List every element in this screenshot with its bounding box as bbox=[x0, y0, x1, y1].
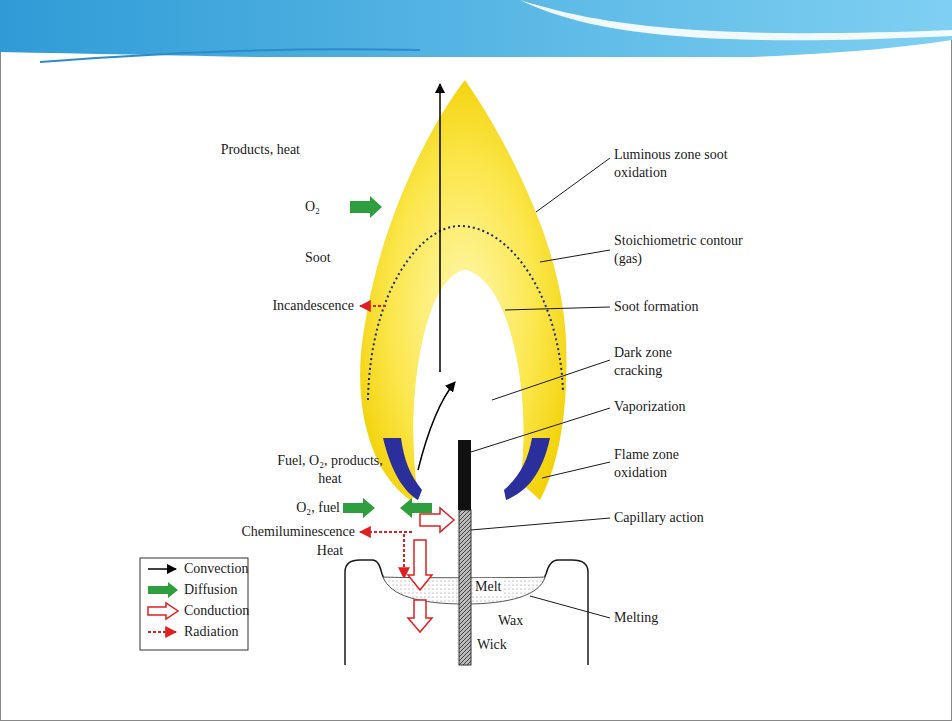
flame-drawing-part bbox=[492, 360, 610, 400]
flame-drawing-part bbox=[530, 596, 610, 618]
flow-label: O₂, fuel bbox=[296, 499, 340, 517]
flame-drawing-part bbox=[418, 382, 455, 470]
flame-drawing-part bbox=[408, 600, 432, 632]
flame-drawing-part bbox=[148, 631, 176, 633]
flow-label: Incandescence bbox=[272, 297, 354, 315]
legend-entry: Conduction bbox=[184, 602, 249, 620]
zone-label: Flame zone oxidation bbox=[614, 446, 704, 482]
flame-drawing-part bbox=[505, 307, 610, 310]
zone-label: Dark zone cracking bbox=[614, 344, 704, 380]
flame-drawing-part bbox=[420, 508, 454, 532]
flame-drawing-part bbox=[520, 0, 952, 40]
flame-drawing-part bbox=[360, 80, 566, 500]
flame-drawing-part bbox=[360, 305, 386, 307]
flame-drawing-part bbox=[540, 250, 610, 262]
flow-label: Chemiluminescence bbox=[241, 523, 355, 541]
flame-drawing-part bbox=[350, 196, 382, 218]
flame-drawing-part bbox=[0, 0, 952, 60]
flame-drawing-part bbox=[368, 226, 563, 400]
flame-drawing-part bbox=[471, 158, 610, 618]
flame-drawing-part bbox=[542, 462, 610, 478]
zone-label: Soot formation bbox=[614, 298, 698, 316]
part-label: Melt bbox=[473, 578, 503, 596]
flow-label: Fuel, O₂, products, heat bbox=[265, 452, 395, 488]
flame-drawing-part bbox=[504, 438, 550, 500]
flame-drawing-part bbox=[439, 84, 441, 372]
zone-label: Stoichiometric contour (gas) bbox=[614, 232, 754, 268]
flame-drawing-part bbox=[383, 438, 422, 500]
zone-label: Capillary action bbox=[614, 509, 704, 527]
zone-label: Luminous zone soot oxidation bbox=[614, 146, 754, 182]
diffusion-sample bbox=[148, 582, 178, 598]
flow-label: Heat bbox=[317, 542, 343, 560]
flame-drawing-part bbox=[408, 540, 432, 590]
flame-drawing-part bbox=[343, 498, 375, 518]
flame-drawing-part bbox=[148, 603, 178, 619]
flame-drawing-part bbox=[148, 568, 176, 570]
flame-drawing-part bbox=[471, 408, 610, 452]
zone-label: Melting bbox=[614, 609, 658, 627]
flame-drawing-part bbox=[360, 531, 412, 533]
flame-drawing-part bbox=[471, 518, 610, 530]
flame-drawing-part bbox=[148, 582, 178, 598]
legend-entry: Convection bbox=[184, 560, 249, 578]
radiation-sample bbox=[148, 632, 176, 633]
flame-drawing-part bbox=[403, 534, 405, 578]
flow-label: Soot bbox=[305, 249, 331, 267]
zone-label: Vaporization bbox=[614, 398, 686, 416]
flame-drawing-part bbox=[148, 569, 178, 632]
flame-drawing-part bbox=[536, 158, 610, 212]
flame-drawing-part bbox=[135, 57, 760, 665]
part-label: Wax bbox=[496, 612, 525, 630]
legend-entry: Radiation bbox=[184, 623, 238, 641]
flame-drawing-part bbox=[458, 440, 471, 510]
conduction-sample bbox=[148, 603, 178, 619]
flow-label: Products, heat bbox=[221, 141, 300, 159]
convection-sample bbox=[148, 569, 176, 570]
flame-drawing-part bbox=[459, 510, 471, 665]
flow-label: O₂ bbox=[305, 198, 320, 216]
part-label: Wick bbox=[475, 636, 509, 654]
legend-entry: Diffusion bbox=[184, 581, 237, 599]
